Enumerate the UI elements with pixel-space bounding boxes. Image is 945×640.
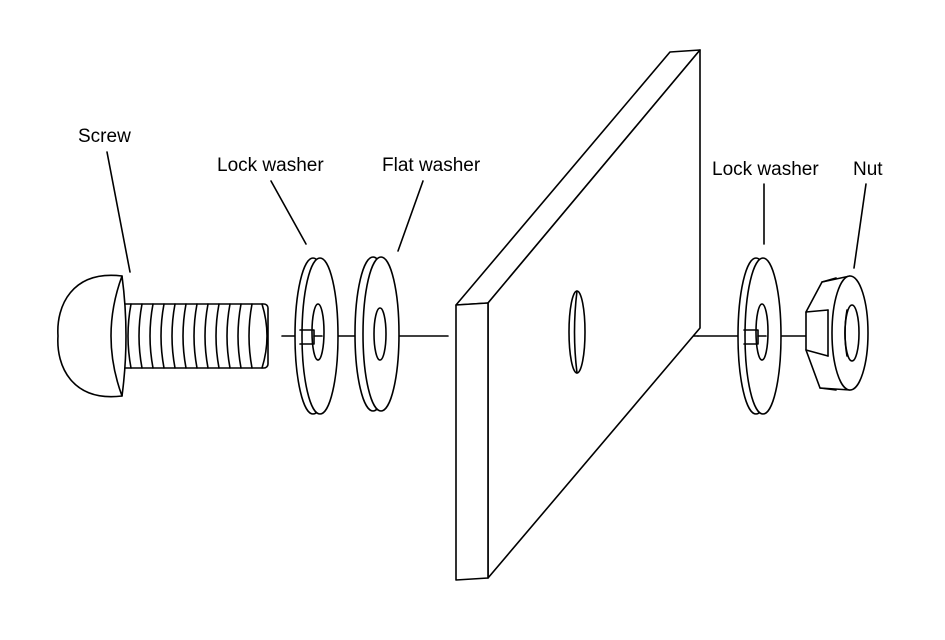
leader-screw (106, 151, 131, 273)
screw-head (57, 274, 127, 398)
label-flat-washer: Flat washer (382, 155, 481, 176)
lock-washer-right (737, 257, 782, 415)
flat-washer (354, 256, 400, 412)
labels: Screw Lock washer Flat washer Lock washe… (78, 126, 883, 180)
label-lock-washer-right: Lock washer (712, 159, 819, 180)
leader-nut (853, 183, 867, 269)
lock-washer-left (294, 257, 339, 415)
leader-lines (106, 151, 867, 273)
leader-flat-washer (397, 180, 424, 252)
plate-hole (568, 290, 586, 374)
plate (455, 49, 701, 581)
leader-lock-washer-left (270, 180, 307, 245)
label-lock-washer-left: Lock washer (217, 155, 324, 176)
hex-nut (805, 275, 869, 391)
label-screw: Screw (78, 126, 131, 147)
screw-shank (99, 303, 269, 369)
screw (57, 274, 269, 398)
label-nut: Nut (853, 159, 883, 180)
